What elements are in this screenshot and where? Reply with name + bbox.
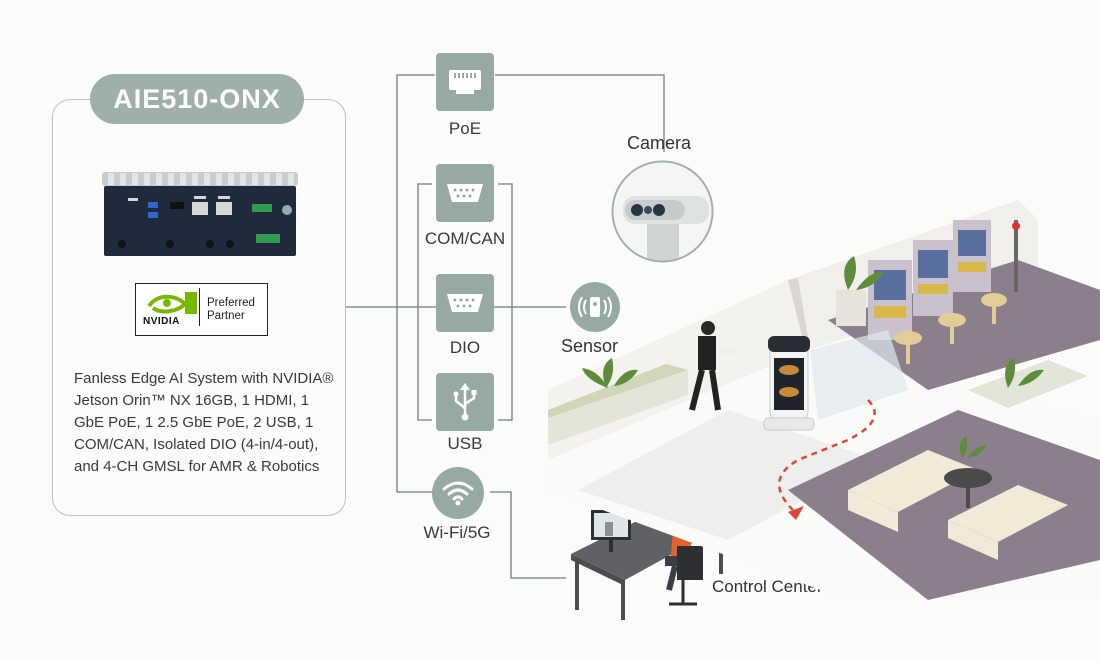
camera-image [611,160,714,263]
wifi-icon [442,481,474,506]
usb-tile [436,373,494,431]
badge-line-2: Partner [207,310,245,322]
badge-line-1: Preferred [207,297,255,309]
label-sensor: Sensor [561,336,619,356]
restaurant-scene-image [548,200,1100,600]
wifi-tile [432,467,484,519]
badge-text: Preferred Partner [207,297,255,323]
edge-ai-device-image [102,172,298,256]
com-can-tile [436,164,494,222]
product-description: Fanless Edge AI System with NVIDIA® Jets… [74,370,334,475]
dio-tile [436,274,494,332]
usb-icon [453,383,477,421]
label-wifi-5g: Wi-Fi/5G [423,523,491,542]
label-usb: USB [447,434,483,453]
sensor-node [570,282,620,332]
label-control-center: Control Center [712,577,823,596]
poe-tile [436,53,494,111]
dio-port-icon [447,294,483,312]
label-dio: DIO [449,338,481,357]
serial-port-icon [447,184,483,202]
nvidia-logo-icon [141,288,199,328]
product-title: AIE510-ONX [90,74,304,124]
badge-divider [199,288,200,326]
label-poe: PoE [448,119,482,138]
ethernet-port-icon [449,70,481,94]
label-camera: Camera [627,133,692,153]
sensor-icon [578,296,612,318]
label-com-can: COM/CAN [424,229,506,248]
nvidia-wordmark: NVIDIA [143,316,180,327]
